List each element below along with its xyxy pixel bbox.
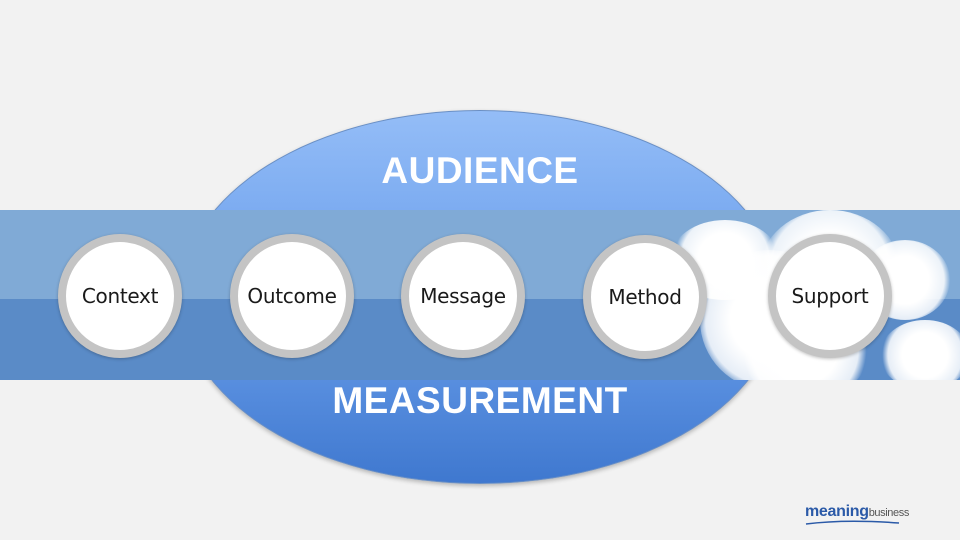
node-label: Method: [608, 285, 682, 309]
node-label: Outcome: [247, 284, 337, 308]
node-message: Message: [401, 234, 525, 358]
meaning-business-logo: meaningbusiness: [805, 503, 910, 525]
node-label: Support: [791, 284, 869, 308]
node-outcome: Outcome: [230, 234, 354, 358]
logo-secondary-text: business: [868, 507, 910, 519]
audience-label: AUDIENCE: [381, 150, 579, 191]
node-label: Message: [420, 284, 506, 308]
node-label: Context: [81, 284, 159, 308]
cloud-image: [880, 320, 960, 380]
node-context: Context: [58, 234, 182, 358]
logo-primary-text: meaning: [805, 503, 869, 520]
logo-swoosh-icon: [805, 520, 900, 525]
node-method: Method: [583, 235, 707, 359]
node-support: Support: [768, 234, 892, 358]
measurement-label: MEASUREMENT: [332, 380, 628, 421]
